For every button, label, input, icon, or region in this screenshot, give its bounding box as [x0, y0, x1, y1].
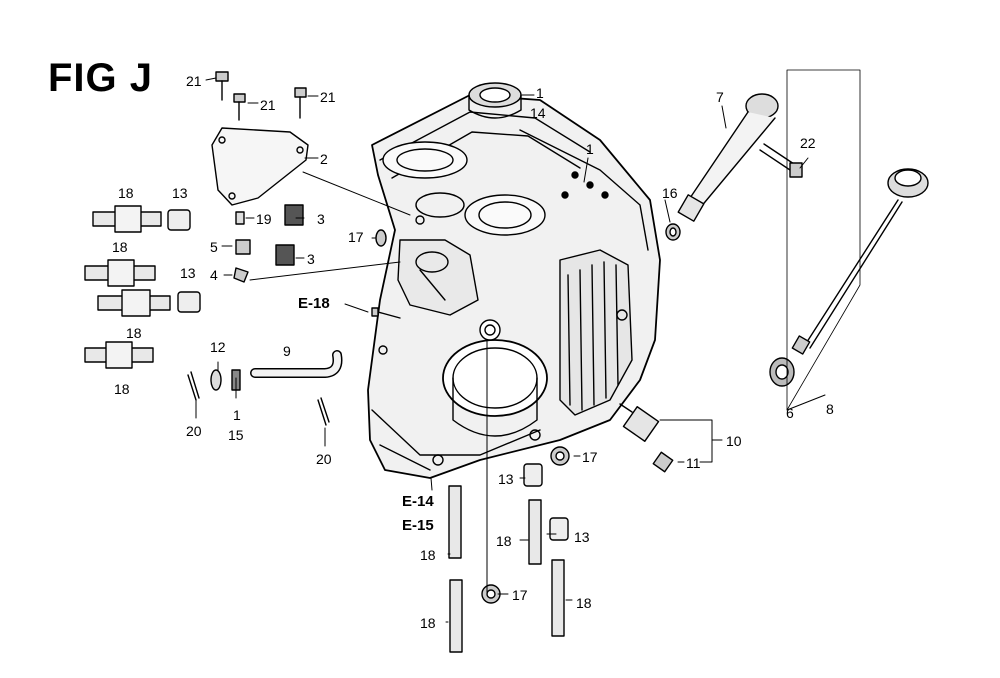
- callout-18: 18: [420, 547, 436, 563]
- callout-3: 3: [307, 251, 315, 267]
- stud-icon: [84, 205, 171, 369]
- leader-lines: [195, 69, 861, 623]
- callout-2: 2: [320, 151, 328, 167]
- dipstick-tube-icon: [677, 93, 779, 222]
- callout-18: 18: [118, 185, 134, 201]
- bolt-icon: [759, 143, 803, 178]
- clip-icon: [187, 369, 330, 426]
- callout-21: 21: [186, 73, 202, 89]
- callout-12: 12: [210, 339, 226, 355]
- callout-13: 13: [172, 185, 188, 201]
- callout-1: 1: [233, 407, 241, 423]
- callout-13: 13: [498, 471, 514, 487]
- callout-18: 18: [496, 533, 512, 549]
- cap-icon: [167, 209, 201, 313]
- callout-17: 17: [512, 587, 528, 603]
- oil-pressure-switch-icon: [619, 403, 674, 473]
- callout-14: 14: [530, 105, 546, 121]
- callout-13: 13: [180, 265, 196, 281]
- small-parts-icon: [233, 204, 304, 283]
- callout-18: 18: [112, 239, 128, 255]
- callout-8: 8: [826, 401, 834, 417]
- dipstick-icon: [791, 168, 929, 355]
- callout-18: 18: [114, 381, 130, 397]
- callout-18: 18: [420, 615, 436, 631]
- callout-6: 6: [786, 405, 794, 421]
- callout-1: 1: [536, 85, 544, 101]
- callout-5: 5: [210, 239, 218, 255]
- callout-15: 15: [228, 427, 244, 443]
- callout-21: 21: [260, 97, 276, 113]
- callout-1: 1: [586, 141, 594, 157]
- reference-e18[interactable]: E-18: [298, 295, 330, 312]
- callout-17: 17: [582, 449, 598, 465]
- callout-18: 18: [126, 325, 142, 341]
- bolt-icon: [371, 307, 401, 319]
- callout-18: 18: [576, 595, 592, 611]
- callout-13: 13: [574, 529, 590, 545]
- callout-7: 7: [716, 89, 724, 105]
- stud-icon: [448, 485, 565, 653]
- callout-20: 20: [186, 423, 202, 439]
- callout-10: 10: [726, 433, 742, 449]
- callout-9: 9: [283, 343, 291, 359]
- washer-icon: [665, 223, 681, 241]
- callout-21: 21: [320, 89, 336, 105]
- bolt-icon: [215, 71, 307, 121]
- reference-e14[interactable]: E-14: [402, 493, 434, 510]
- figure-title: FIG J: [48, 56, 154, 100]
- breather-cover-icon: [211, 127, 309, 206]
- callout-16: 16: [662, 185, 678, 201]
- washer-icon: [375, 229, 570, 604]
- crankcase: [367, 94, 661, 479]
- callout-20: 20: [316, 451, 332, 467]
- callout-3: 3: [317, 211, 325, 227]
- reference-e15[interactable]: E-15: [402, 517, 434, 534]
- callout-4: 4: [210, 267, 218, 283]
- breather-tube-icon: [250, 350, 343, 378]
- callout-22: 22: [800, 135, 816, 151]
- oil-seal-icon: [468, 82, 522, 119]
- callout-11: 11: [686, 455, 701, 471]
- o-ring-icon: [769, 357, 795, 387]
- callout-17: 17: [348, 229, 364, 245]
- callout-19: 19: [256, 211, 272, 227]
